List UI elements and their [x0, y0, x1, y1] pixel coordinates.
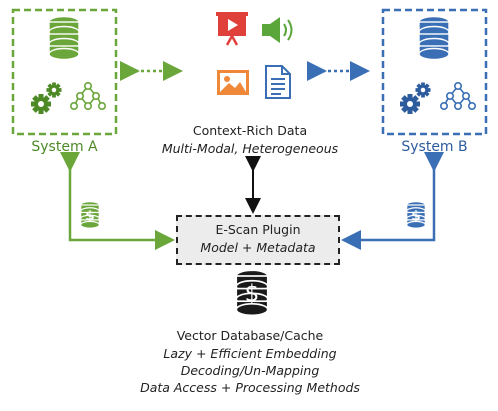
vector-database-icon: $ [235, 269, 269, 317]
system-b-plugin-flow [341, 152, 444, 250]
system-a-database-icon [48, 15, 80, 61]
system-b-network-graph-icon [439, 82, 477, 111]
plugin-subtitle: Model + Metadata [200, 240, 316, 255]
system-b-dollar-database-icon: $ [406, 200, 426, 229]
system-a-dollar-database-icon: $ [80, 200, 100, 229]
svg-text:$: $ [411, 208, 420, 224]
presentation-icon [216, 12, 248, 46]
e-scan-plugin-box [176, 215, 340, 265]
svg-text:$: $ [245, 281, 260, 307]
svg-text:$: $ [85, 208, 94, 224]
system-b-gears-icon [400, 82, 431, 114]
vector-db-line: Decoding/Un-Mapping [180, 363, 320, 378]
vector-db-line: Data Access + Processing Methods [140, 380, 360, 395]
speaker-icon [262, 17, 293, 43]
system-a-box [11, 8, 118, 136]
system-b-database-icon [418, 15, 450, 61]
system-b-label: System B [401, 139, 468, 155]
context-subtitle: Multi-Modal, Heterogeneous [161, 141, 339, 156]
vector-db-line: Lazy + Efficient Embedding [163, 346, 337, 361]
vector-db-title: Vector Database/Cache [176, 328, 324, 343]
plugin-title: E-Scan Plugin [215, 222, 301, 237]
document-icon [265, 65, 291, 99]
system-a-plugin-flow [60, 152, 175, 250]
context-title: Context-Rich Data [192, 123, 308, 138]
image-icon [217, 70, 249, 95]
system-b-box [381, 8, 488, 136]
system-a-label: System A [31, 139, 98, 155]
system-a-gears-icon [31, 82, 62, 114]
system-a-network-graph-icon [70, 82, 106, 111]
